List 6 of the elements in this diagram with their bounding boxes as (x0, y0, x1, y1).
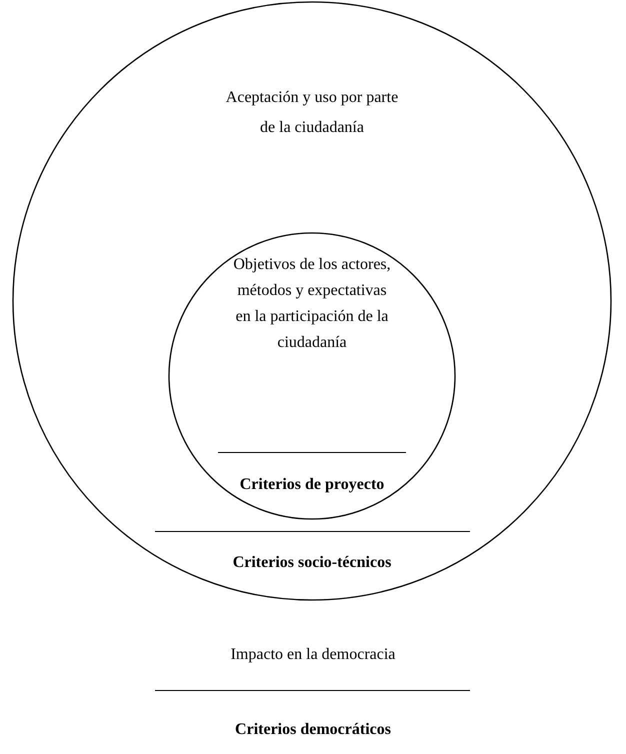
criteria-heading: Criterios democráticos (234, 720, 392, 740)
criteria-heading: Criterios de proyecto (238, 475, 386, 495)
description-text: Impacto en la democracia (230, 645, 396, 665)
description-text: Aceptación y uso por parte de la ciudadanía (224, 88, 400, 138)
criteria-heading: Criterios socio-técnicos (232, 553, 392, 573)
description-text: Objetivos de los actores, métodos y expectativas en la participación de la ciudadanía (232, 255, 392, 353)
